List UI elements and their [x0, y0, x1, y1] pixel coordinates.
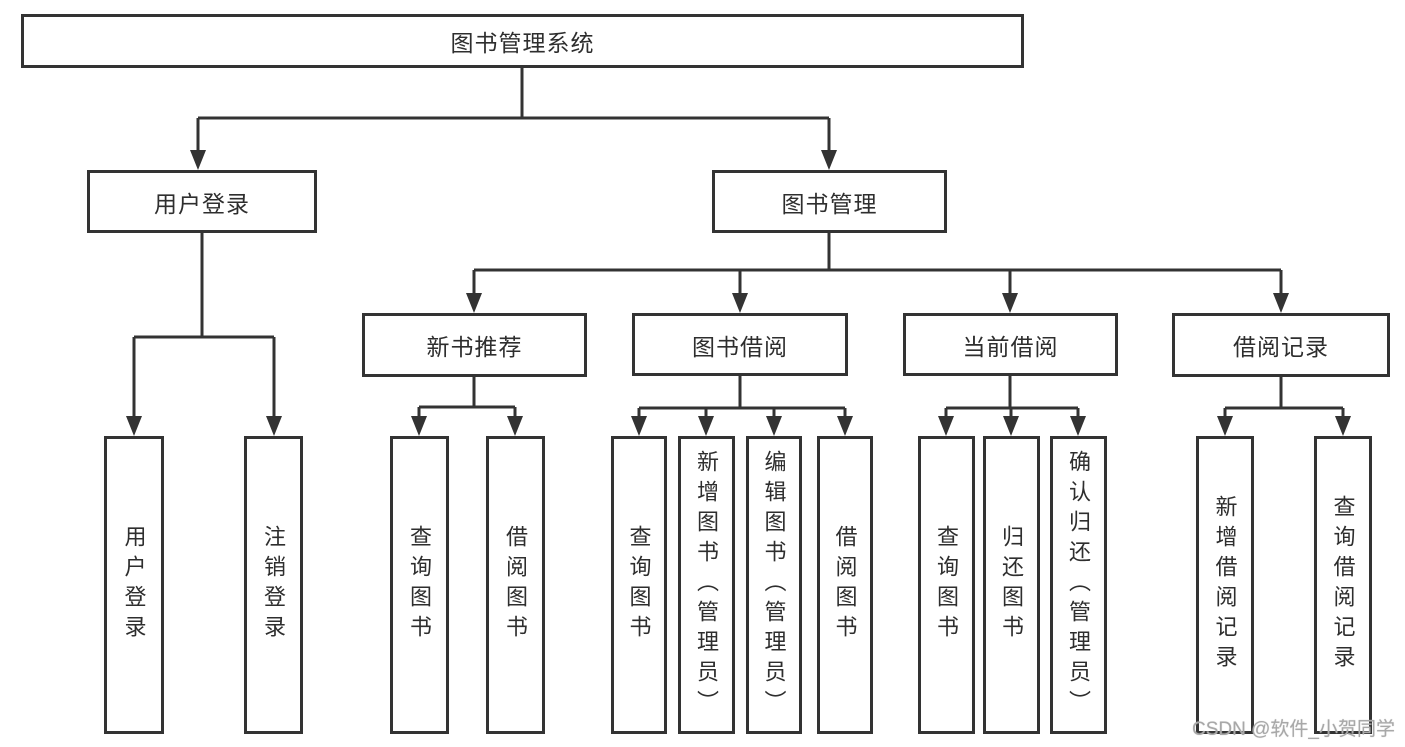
leaf-label: 查询图书 — [407, 525, 433, 645]
node-user-login: 用户登录 — [87, 170, 317, 233]
leaf-confirm-return-admin: 确认归还（管理员） — [1050, 436, 1107, 734]
leaf-label: 借阅图书 — [832, 525, 858, 645]
node-book-management: 图书管理 — [712, 170, 947, 233]
leaf-return-books: 归还图书 — [983, 436, 1040, 734]
leaf-search-books-recommend: 查询图书 — [390, 436, 449, 734]
leaf-logout: 注销登录 — [244, 436, 303, 734]
node-label: 图书管理系统 — [450, 30, 595, 56]
leaf-user-login: 用户登录 — [104, 436, 164, 734]
arrow-down-icon — [1002, 293, 1018, 313]
leaf-label: 注销登录 — [261, 525, 287, 645]
arrow-down-icon — [837, 416, 853, 436]
leaf-borrow-books-recommend: 借阅图书 — [486, 436, 545, 734]
connector-user-login-to-leaves — [126, 233, 282, 436]
node-label: 用户登录 — [154, 190, 250, 217]
leaf-label: 查询图书 — [934, 525, 960, 645]
connector-current-borrow-to-leaves — [938, 376, 1086, 436]
arrow-down-icon — [507, 416, 523, 436]
leaf-label: 编辑图书（管理员） — [761, 450, 787, 720]
connector-new-book-to-leaves — [411, 377, 523, 436]
leaf-label: 归还图书 — [999, 525, 1025, 645]
leaf-label: 借阅图书 — [503, 525, 529, 645]
connector-book-borrow-to-leaves — [631, 376, 853, 436]
arrow-down-icon — [1273, 293, 1289, 313]
node-book-borrowing: 图书借阅 — [632, 313, 848, 376]
connector-borrow-records-to-leaves — [1217, 377, 1351, 436]
leaf-search-books-borrowing: 查询图书 — [611, 436, 667, 734]
arrow-down-icon — [698, 416, 714, 436]
node-label: 借阅记录 — [1233, 334, 1329, 360]
leaf-add-books-admin: 新增图书（管理员） — [678, 436, 735, 734]
arrow-down-icon — [1217, 416, 1233, 436]
connector-root-to-level2 — [190, 68, 837, 170]
leaf-label: 新增图书（管理员） — [694, 450, 720, 720]
leaf-label: 用户登录 — [121, 525, 147, 645]
leaf-label: 确认归还（管理员） — [1066, 450, 1092, 720]
connector-book-mgmt-to-level3 — [466, 233, 1289, 313]
arrow-down-icon — [732, 293, 748, 313]
arrow-down-icon — [411, 416, 427, 436]
node-new-book-recommend: 新书推荐 — [362, 313, 587, 377]
leaf-search-borrow-record: 查询借阅记录 — [1314, 436, 1372, 734]
arrow-down-icon — [266, 416, 282, 436]
csdn-watermark: CSDN @软件_小贺同学 — [1192, 719, 1395, 740]
leaf-label: 查询借阅记录 — [1330, 495, 1356, 675]
arrow-down-icon — [766, 416, 782, 436]
leaf-label: 查询图书 — [626, 525, 652, 645]
arrow-down-icon — [1070, 416, 1086, 436]
node-label: 图书借阅 — [692, 333, 788, 360]
leaf-add-borrow-record: 新增借阅记录 — [1196, 436, 1254, 734]
arrow-down-icon — [466, 293, 482, 313]
arrow-down-icon — [938, 416, 954, 436]
arrow-down-icon — [190, 150, 206, 170]
node-label: 新书推荐 — [426, 334, 523, 360]
arrow-down-icon — [821, 150, 837, 170]
arrow-down-icon — [1003, 416, 1019, 436]
node-label: 图书管理 — [781, 190, 878, 217]
arrow-down-icon — [126, 416, 142, 436]
leaf-borrow-books: 借阅图书 — [817, 436, 873, 734]
node-root-system: 图书管理系统 — [21, 14, 1024, 68]
leaf-edit-books-admin: 编辑图书（管理员） — [746, 436, 802, 734]
node-current-borrowing: 当前借阅 — [903, 313, 1118, 376]
leaf-label: 新增借阅记录 — [1212, 495, 1238, 675]
leaf-search-books-current: 查询图书 — [918, 436, 975, 734]
arrow-down-icon — [631, 416, 647, 436]
node-borrowing-records: 借阅记录 — [1172, 313, 1390, 377]
node-label: 当前借阅 — [962, 333, 1059, 360]
arrow-down-icon — [1335, 416, 1351, 436]
